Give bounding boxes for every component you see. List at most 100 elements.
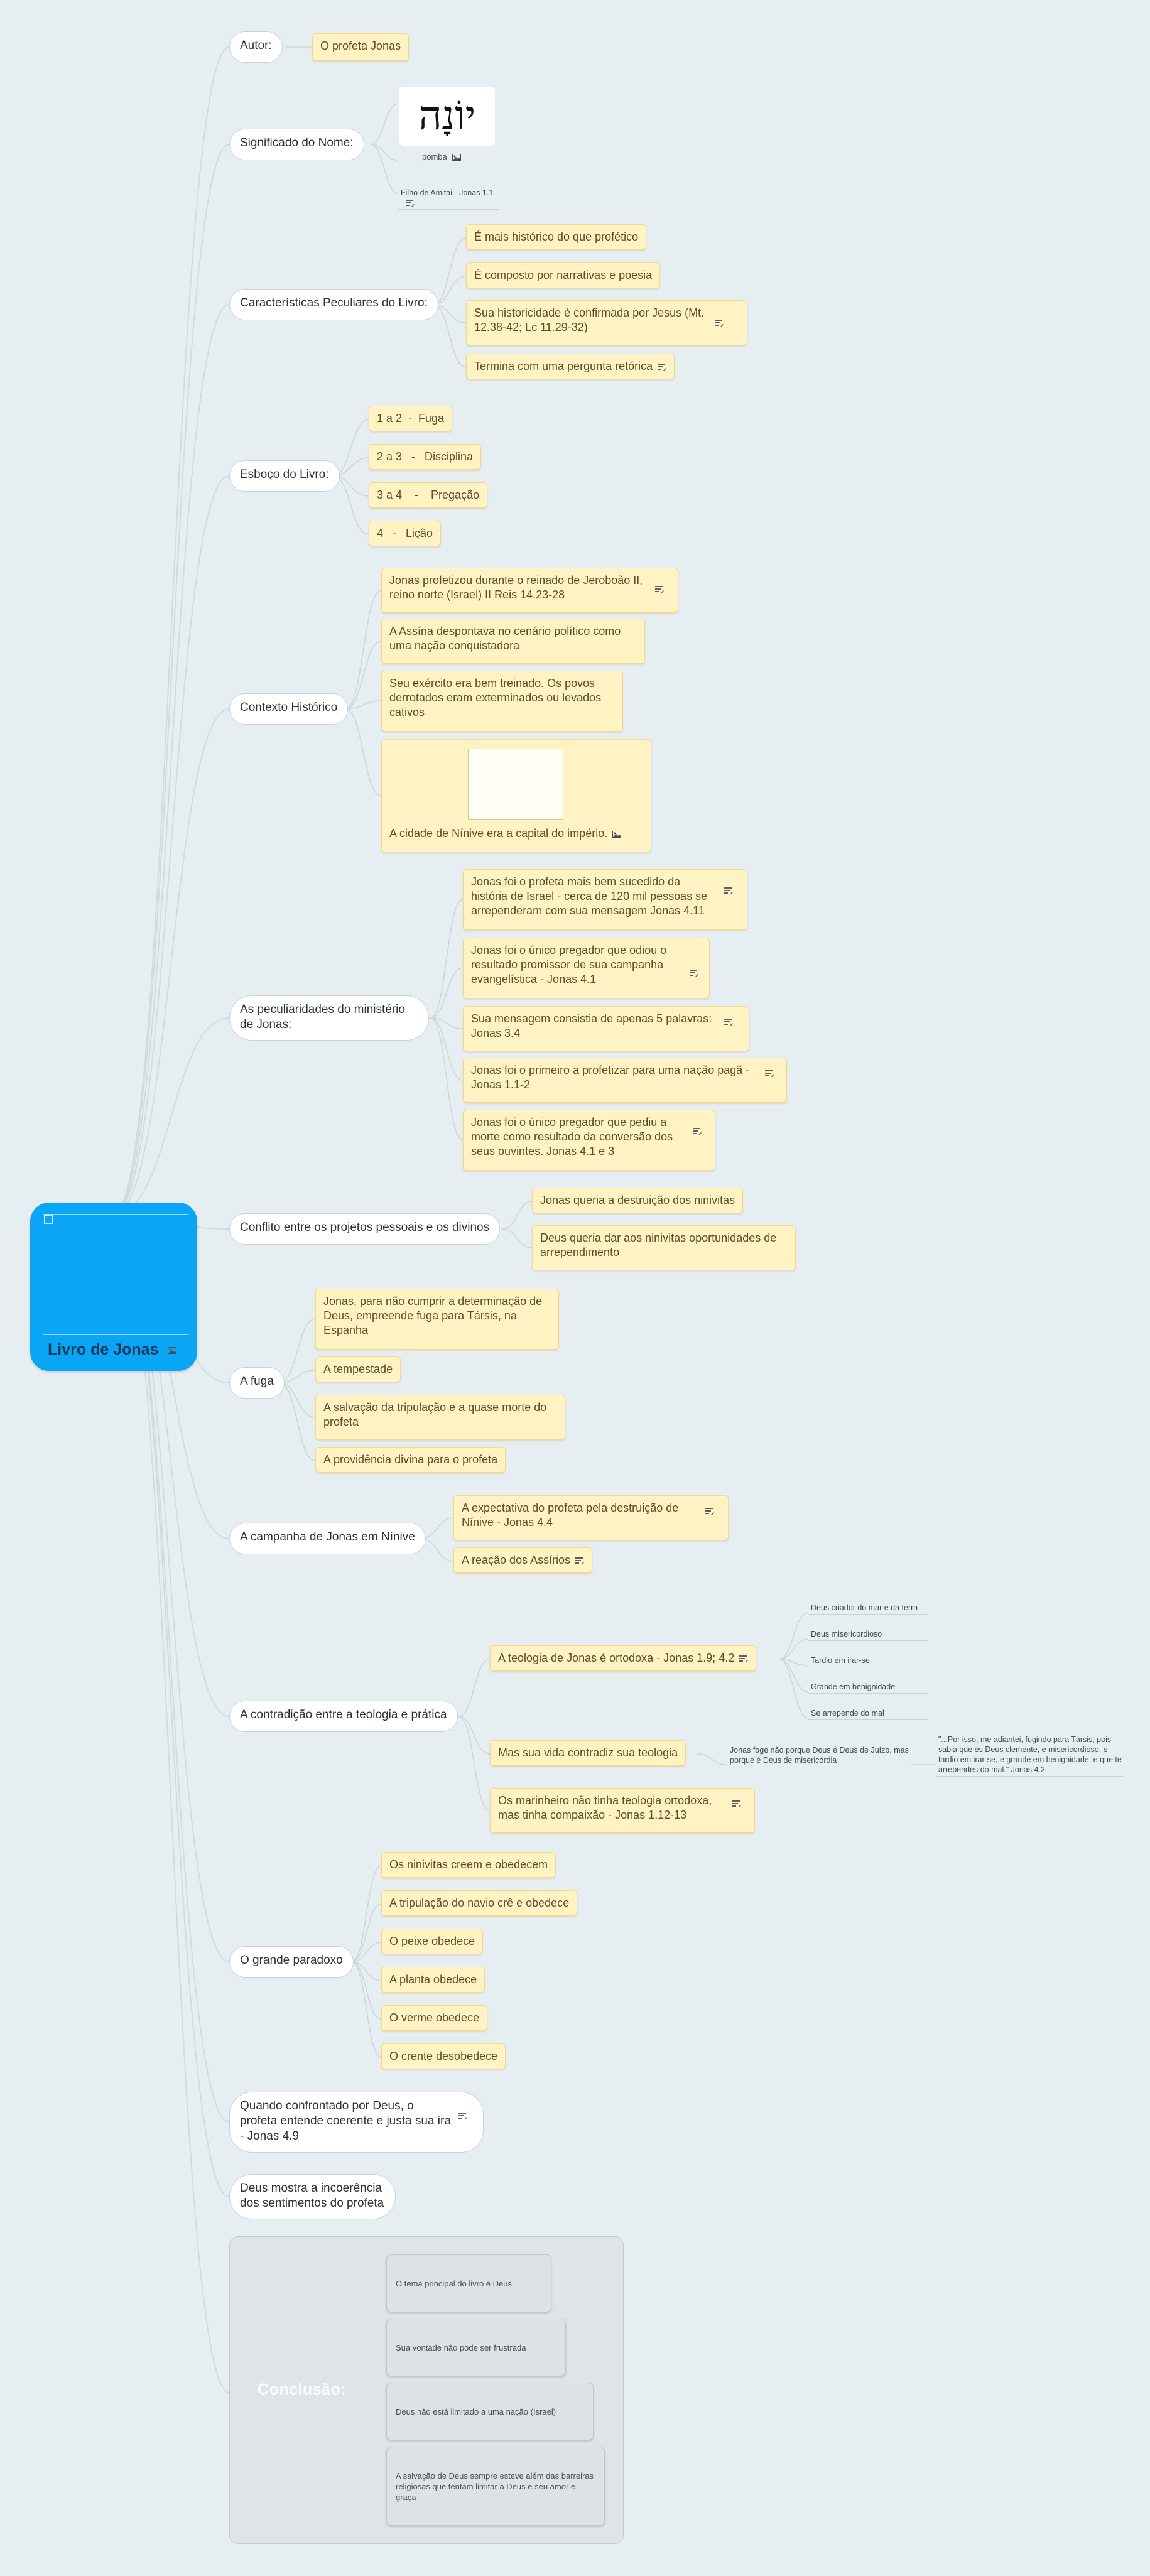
connector-line [279, 1382, 316, 1418]
atributo-item[interactable]: Grande em benignidade [808, 1680, 928, 1694]
conclusao-item[interactable]: Sua vontade não pode ser frustrada [386, 2319, 566, 2376]
contradicao-teologia[interactable]: A teologia de Jonas é ortodoxa - Jonas 1… [490, 1645, 757, 1671]
connector-line [433, 237, 467, 305]
broken-image-icon [44, 1215, 53, 1224]
topic-esboco[interactable]: Esboço do Livro: [229, 460, 340, 492]
caracteristica-item[interactable]: É composto por narrativas e poesia [466, 262, 661, 288]
caracteristica-item[interactable]: É mais histórico do que profético [466, 224, 647, 250]
topic-campanha[interactable]: A campanha de Jonas em Nínive [229, 1523, 426, 1554]
connector-line [430, 899, 464, 1019]
topic-autor[interactable]: Autor: [229, 31, 283, 63]
atributo-item[interactable]: Deus misericordioso [808, 1628, 928, 1641]
contradicao-vida[interactable]: Mas sua vida contradiz sua teologia [490, 1740, 686, 1766]
conflito-item[interactable]: Deus queria dar aos ninivitas oportunida… [532, 1225, 796, 1270]
conflito-item[interactable]: Jonas queria a destruição dos ninivitas [532, 1188, 744, 1213]
ministerio-item[interactable]: Jonas foi o único pregador que odiou o r… [463, 938, 710, 998]
esboco-item[interactable]: 4 - Lição [369, 521, 442, 546]
contradicao-marinheiro[interactable]: Os marinheiro não tinha teologia ortodox… [490, 1788, 755, 1833]
connector-line [332, 419, 369, 477]
connector-line [502, 1228, 533, 1248]
connector-line [112, 144, 230, 1216]
topic-fuga[interactable]: A fuga [229, 1367, 285, 1399]
paradoxo-item[interactable]: O verme obedece [381, 2005, 488, 2031]
connector-line [112, 1017, 230, 1216]
connector-line [433, 304, 467, 368]
esboco-item[interactable]: 1 a 2 - Fuga [369, 406, 453, 431]
connector-line [345, 590, 382, 710]
topic-incoerencia[interactable]: Deus mostra a incoerência dos sentimento… [229, 2174, 396, 2219]
campanha-item[interactable]: A reação dos Assírios [453, 1547, 593, 1573]
contexto-item[interactable]: A Assíria despontava no cenário político… [381, 619, 645, 664]
fuga-item[interactable]: A tempestade [315, 1356, 401, 1382]
contexto-item[interactable]: Seu exército era bem treinado. Os povos … [381, 671, 623, 732]
connector-line [458, 1659, 491, 1717]
autor-value[interactable]: O profeta Jonas [312, 33, 410, 61]
topic-significado[interactable]: Significado do Nome: [229, 129, 364, 160]
atributo-item[interactable]: Se arrepende do mal [808, 1707, 928, 1720]
esboco-item[interactable]: 3 a 4 - Pregação [369, 482, 488, 508]
paradoxo-item[interactable]: Os ninivitas creem e obedecem [381, 1852, 556, 1878]
atributo-item[interactable]: Deus criador do mar e da terra [808, 1601, 928, 1615]
topic-conflito[interactable]: Conflito entre os projetos pessoais e os… [229, 1213, 501, 1245]
ministerio-item[interactable]: Jonas foi o único pregador que pediu a m… [463, 1110, 715, 1171]
campanha-item[interactable]: A expectativa do profeta pela destruição… [453, 1495, 729, 1540]
conclusao-item[interactable]: Deus não está limitado a uma nação (Isra… [386, 2383, 594, 2440]
fuga-item[interactable]: Jonas, para não cumprir a determinação d… [315, 1289, 559, 1350]
ministerio-item[interactable]: Jonas foi o primeiro a profetizar para u… [463, 1058, 787, 1103]
connector-line [112, 475, 230, 1216]
note-icon [690, 970, 698, 977]
significado-filho[interactable]: Filho de Amitai - Jonas 1.1 [398, 187, 499, 210]
connector-line [458, 1716, 491, 1755]
topic-contexto[interactable]: Contexto Histórico [229, 693, 349, 725]
connector-line [433, 304, 467, 323]
note-icon [765, 1069, 774, 1077]
caracteristica-item[interactable]: Termina com uma pergunta retórica [466, 354, 675, 379]
caracteristica-item[interactable]: Sua historicidade é confirmada por Jesus… [466, 300, 747, 345]
connector-line [279, 1318, 316, 1383]
hebrew-name-image: יוֹנָה [399, 87, 495, 146]
atributo-item[interactable]: Tardio em irar-se [808, 1654, 928, 1667]
root-image-frame [43, 1214, 188, 1335]
topic-ministerio[interactable]: As peculiaridades do ministério de Jonas… [229, 995, 429, 1041]
paradoxo-item[interactable]: A tripulação do navio crê e obedece [381, 1890, 578, 1916]
ministerio-item[interactable]: Jonas foi o profeta mais bem sucedido da… [463, 869, 747, 930]
connector-line [370, 144, 399, 161]
topic-caracteristicas[interactable]: Características Peculiares do Livro: [229, 289, 438, 320]
contexto-item[interactable]: Jonas profetizou durante o reinado de Je… [381, 568, 678, 613]
connector-line [458, 1716, 491, 1811]
connector-line [778, 1659, 809, 1666]
connector-line [430, 1017, 464, 1081]
contradicao-citacao[interactable]: "...Por isso, me adiantei, fugindo para … [936, 1733, 1124, 1777]
note-icon [575, 1557, 585, 1564]
note-icon [724, 887, 733, 894]
connector-line [345, 700, 382, 710]
connector-line [430, 1017, 464, 1140]
ministerio-item[interactable]: Sua mensagem consistia de apenas 5 palav… [463, 1006, 749, 1051]
esboco-item[interactable]: 2 a 3 - Disciplina [369, 444, 482, 470]
connector-line [502, 1201, 533, 1230]
connector-line [430, 1017, 464, 1029]
fuga-item[interactable]: A salvação da tripulação e a quase morte… [315, 1395, 565, 1440]
topic-contradicao[interactable]: A contradição entre a teologia e prática [229, 1701, 458, 1732]
topic-confrontado[interactable]: Quando confrontado por Deus, o profeta e… [229, 2092, 484, 2153]
connector-line [697, 1753, 728, 1765]
conclusao-item[interactable]: O tema principal do livro é Deus [386, 2254, 551, 2312]
conclusao-item[interactable]: A salvação de Deus sempre esteve além da… [386, 2447, 605, 2526]
connector-line [370, 144, 399, 194]
topic-paradoxo[interactable]: O grande paradoxo [229, 1946, 354, 1978]
connector-line [370, 103, 399, 145]
paradoxo-item[interactable]: O peixe obedece [381, 1929, 484, 1954]
image-icon [452, 154, 461, 161]
paradoxo-item[interactable]: O crente desobedece [381, 2043, 506, 2069]
fuga-item[interactable]: A providência divina para o profeta [315, 1447, 506, 1473]
connector-line [778, 1638, 809, 1660]
connector-line [351, 1903, 382, 1962]
root-topic[interactable]: Livro de Jonas [30, 1203, 197, 1371]
paradoxo-item[interactable]: A planta obedece [381, 1967, 485, 1993]
contradicao-foge[interactable]: Jonas foge não porque Deus é Deus de Juí… [727, 1744, 916, 1767]
topic-conclusao[interactable]: Conclusão: [258, 2381, 347, 2398]
note-icon [724, 1018, 733, 1026]
contexto-item-image[interactable]: A cidade de Nínive era a capital do impé… [381, 739, 651, 852]
connector-line [112, 304, 230, 1216]
connector-line [420, 1538, 454, 1562]
